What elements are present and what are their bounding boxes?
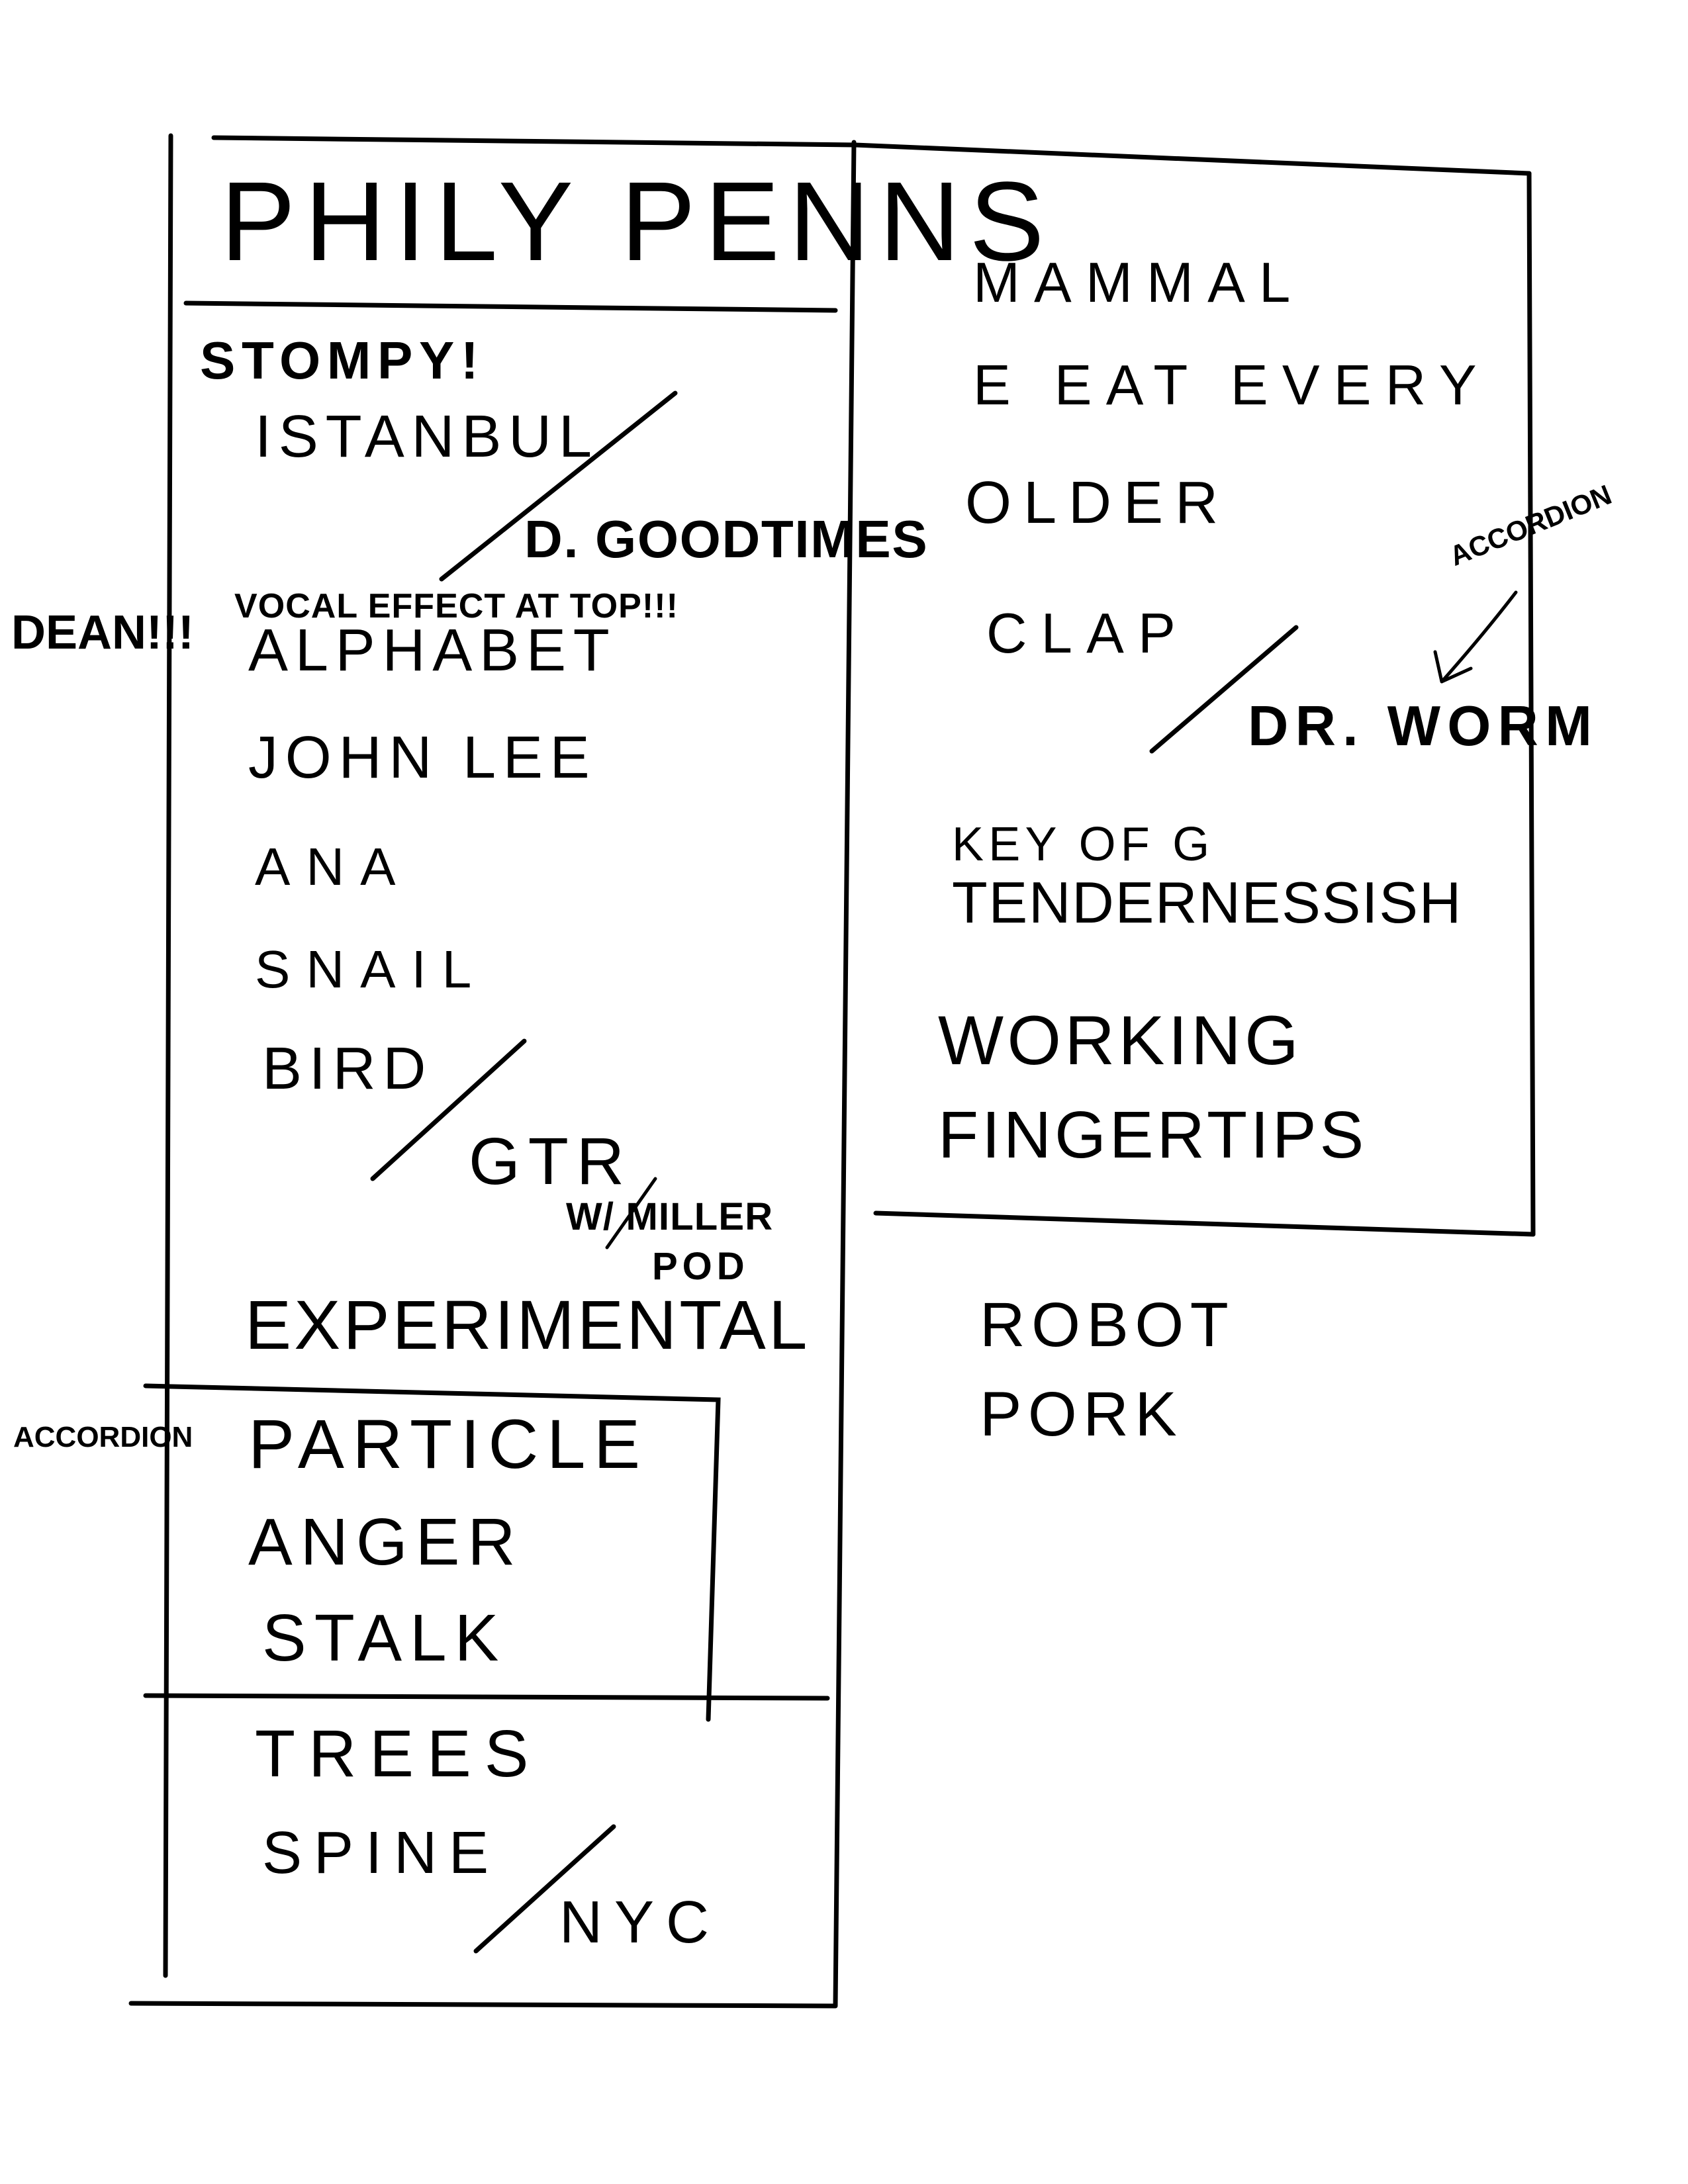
note-accordion-left: ACCORDION [13,1421,193,1453]
song-stompy: STOMPY! [200,331,485,390]
accordion-box-bottom [143,1693,830,1701]
encore-pork: PORK [980,1379,1184,1449]
song-john-lee: JOHN LEE [248,725,597,791]
song-spine: SPINE [262,1820,501,1886]
note-dean: DEAN!!! [11,606,194,659]
song-working: WORKING [938,1002,1303,1079]
note-w-miller: W/ MILLER [566,1195,774,1238]
encore-divider-line [873,1210,1536,1237]
note-pod: POD [652,1245,749,1288]
segue-slash-spine [473,1824,616,1954]
song-stalk: STALK [262,1601,507,1675]
song-e-eat-every: E EAT EVERY [973,354,1491,417]
song-trees: TREES [255,1717,542,1791]
accordion-box [143,1383,721,1722]
song-bird: BIRD [262,1036,434,1102]
band-title: PHILY PENNS [220,159,1054,285]
encore-robot: ROBOT [980,1290,1235,1360]
song-clap: CLAP [986,602,1190,665]
right-border-line [1526,171,1536,1237]
song-older: OLDER [965,470,1231,536]
note-vocal-effect: VOCAL EFFECT AT TOP!!! [234,587,679,625]
segue-slash-bird [370,1038,527,1181]
song-experimental: EXPERIMENTAL [245,1287,810,1364]
song-nyc: NYC [559,1889,722,1956]
segue-slash-istanbul [439,390,678,582]
top-border-right-line [853,142,1532,176]
top-border-line [211,135,858,148]
song-anger: ANGER [248,1505,524,1579]
note-key-of-g: KEY OF G [952,818,1215,871]
title-underline [183,300,838,313]
segue-slash-clap [1149,625,1299,754]
slash-w-miller [605,1177,657,1250]
song-gtr: GTR [469,1124,633,1199]
song-mammal: MAMMAL [973,251,1305,314]
song-tendernessish: TENDERNESSISH [952,870,1463,935]
left-border-line [163,133,173,1978]
song-d-goodtimes: D. GOODTIMES [524,510,929,569]
song-particle: PARTICLE [248,1406,649,1483]
song-snail: SNAIL [255,940,488,999]
bottom-border-line [128,2001,838,2009]
arrow-icon [1433,590,1518,684]
song-alphabet: ALPHABET [248,617,617,684]
middle-divider-line [833,140,857,2008]
song-ana: ANA [255,837,412,896]
song-dr-worm: DR. WORM [1248,695,1599,758]
song-fingertips: FINGERTIPS [938,1098,1368,1172]
song-istanbul: ISTANBUL [255,404,599,470]
